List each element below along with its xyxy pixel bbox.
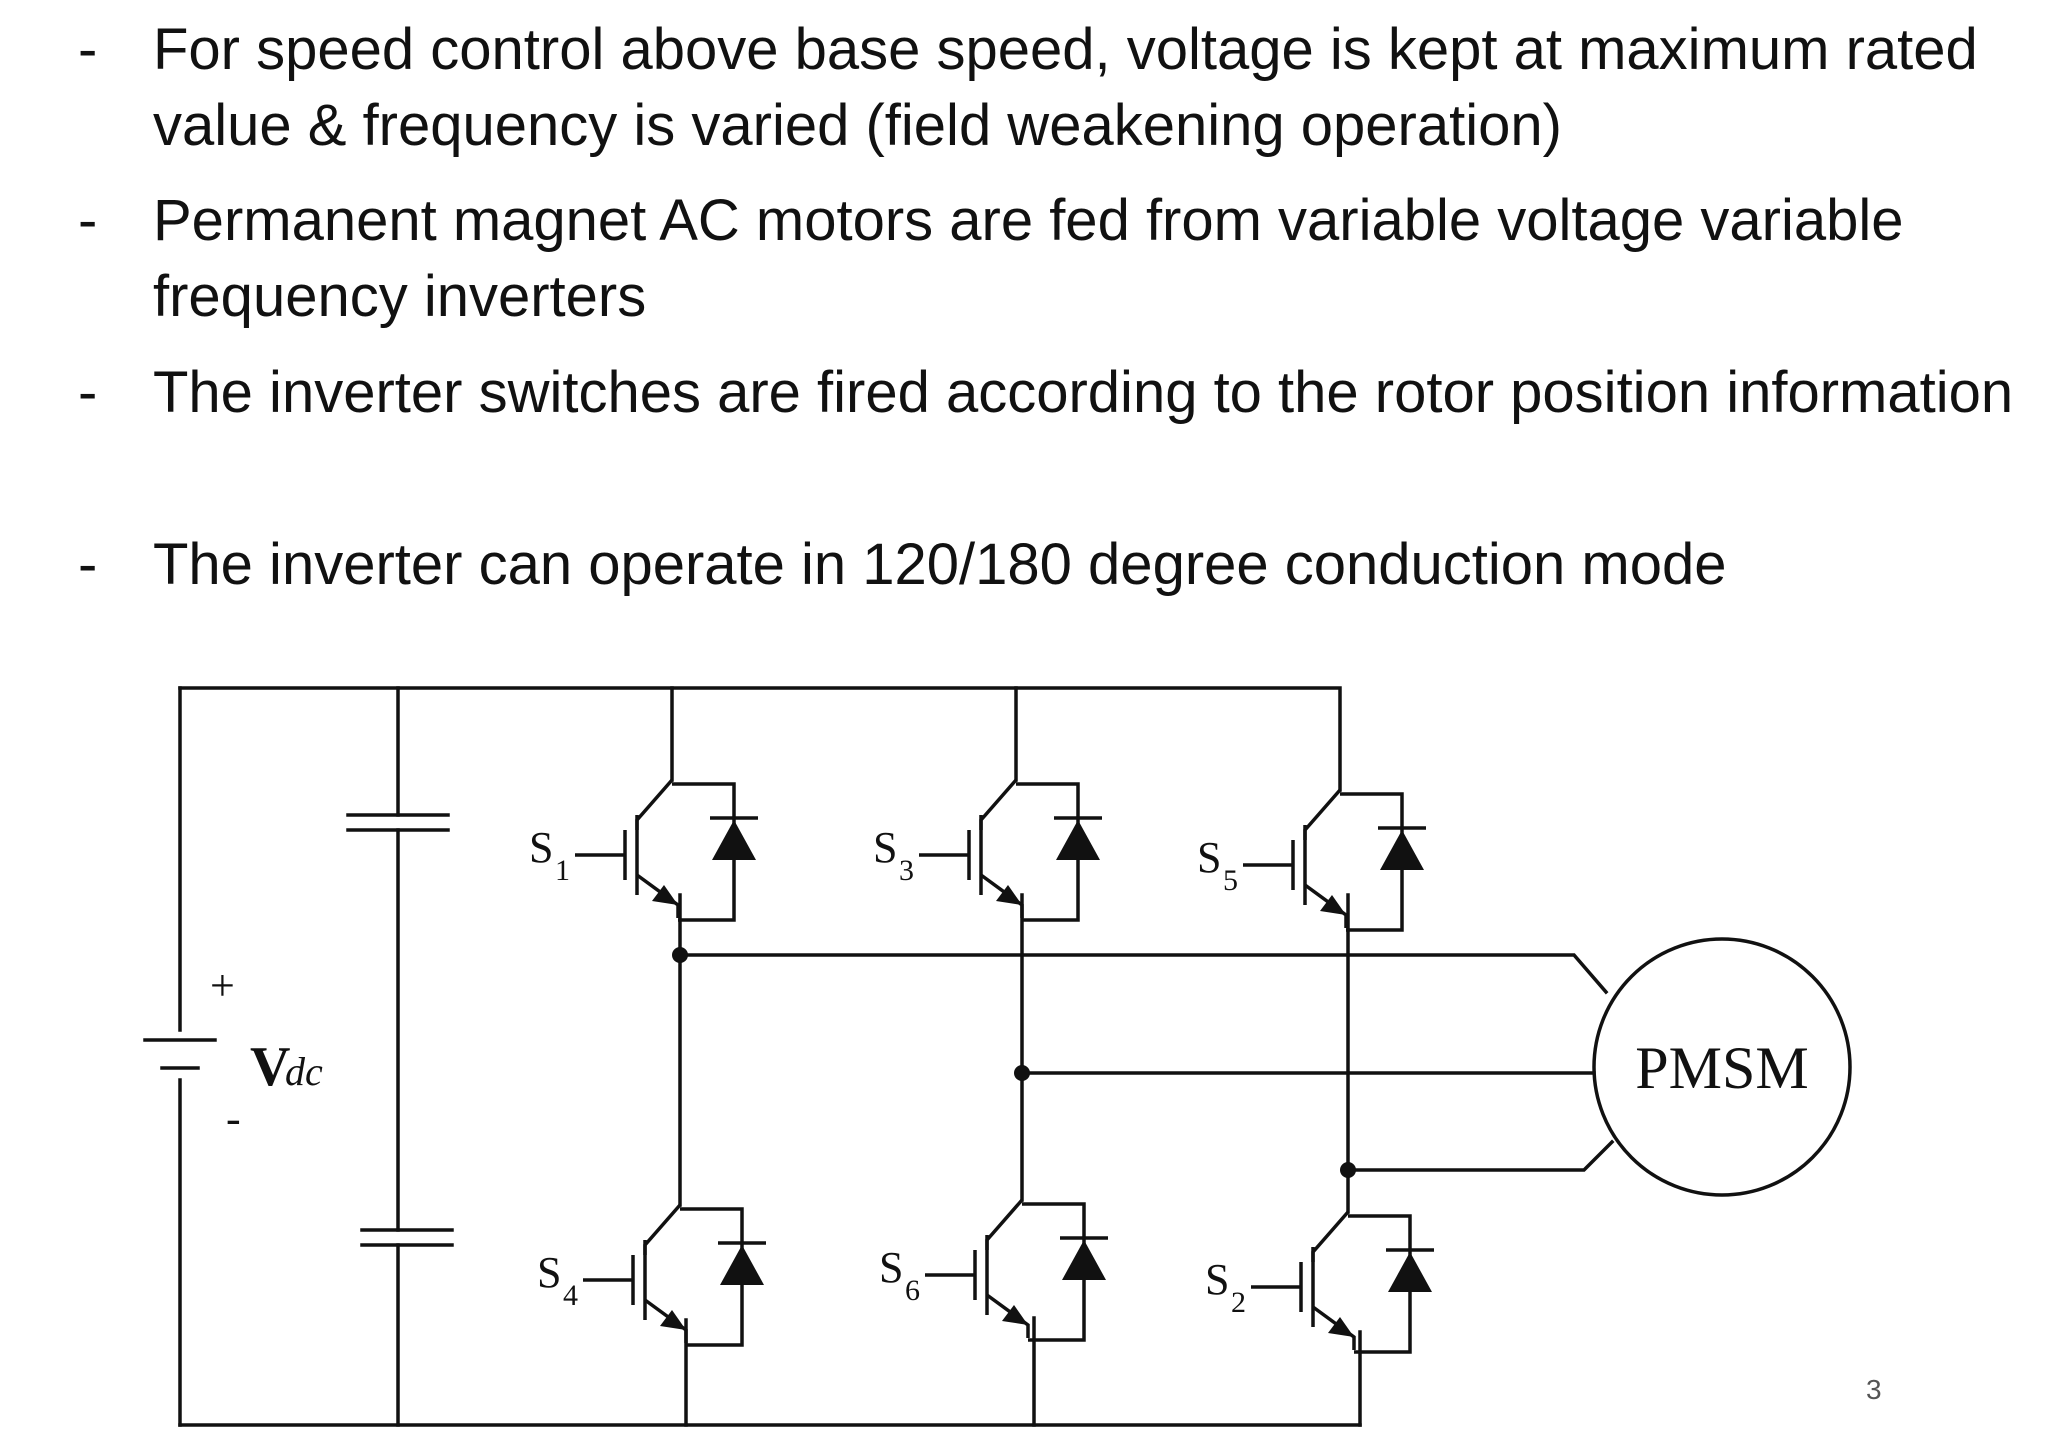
capacitor-lower [360,1228,454,1247]
gate-lead [1243,840,1295,890]
switch-label: S [1197,833,1221,882]
diode-triangle [1056,820,1100,860]
battery-symbol [143,1038,217,1070]
bullet-dash: - [78,17,98,82]
diode-triangle [1388,1252,1432,1292]
collector-lead [1311,1210,1350,1262]
bullet-text: For speed control above base speed, volt… [153,17,1978,158]
collector-lead [643,1203,682,1255]
diode-triangle [712,820,756,860]
dc-bus-positive [178,686,1342,792]
bullet-dash: - [78,532,98,597]
switch-label: S [1205,1255,1229,1304]
emitter-arrow [996,885,1022,905]
source-voltage-symbol: V [250,1036,290,1098]
gate-lead [583,1255,635,1305]
source-minus-sign: - [226,1094,241,1143]
emitter-arrow [1002,1305,1028,1325]
bullet-dash: - [78,360,98,425]
collector-lead [985,1198,1024,1250]
switch-label-subscript: 1 [555,854,570,887]
collector-lead [1303,788,1342,840]
bullet-text: Permanent magnet AC motors are fed from … [153,188,1904,329]
gate-lead [919,830,971,880]
emitter-arrow [660,1310,686,1330]
junction-dots [672,947,1356,1178]
emitter-arrow [652,885,678,905]
junction-dot-phase-a [672,947,688,963]
gate-lead [1251,1262,1303,1312]
switch-label: S [879,1243,903,1292]
leg-2-wire [1014,686,1036,1427]
gate-lead [575,830,627,880]
emitter-arrow [1328,1317,1354,1337]
switch-label-subscript: 4 [563,1279,578,1312]
leg-3-wire [1346,893,1362,1427]
switch-label: S [537,1248,561,1297]
phase-a-line [678,953,1609,995]
diode-triangle [720,1245,764,1285]
switch-label-subscript: 2 [1231,1286,1246,1319]
gate-lead [925,1250,977,1300]
collector-lead [979,778,1018,830]
page-number: 3 [1866,1374,1882,1405]
switch-label-subscript: 3 [899,854,914,887]
bullet-text: The inverter switches are fired accordin… [153,360,2014,425]
switch-label-subscript: 5 [1223,864,1238,897]
phase-c-line [1346,1139,1615,1172]
diode-triangle [1380,830,1424,870]
emitter-arrow [1320,895,1346,915]
switch-label-subscript: 6 [905,1274,920,1307]
junction-dot-phase-c [1340,1162,1356,1178]
source-plus-sign: + [210,961,235,1010]
diode-triangle [1062,1240,1106,1280]
bullet-text: The inverter can operate in 120/180 degr… [153,532,1727,597]
junction-dot-phase-b [1014,1065,1030,1081]
motor-symbol [1592,937,1852,1197]
switch-label: S [529,823,553,872]
bullet-dash: - [78,188,98,253]
collector-lead [635,778,674,830]
source-voltage-subscript: dc [285,1049,323,1094]
capacitor-upper [346,813,450,832]
switch-label: S [873,823,897,872]
motor-label: PMSM [1635,1035,1808,1101]
